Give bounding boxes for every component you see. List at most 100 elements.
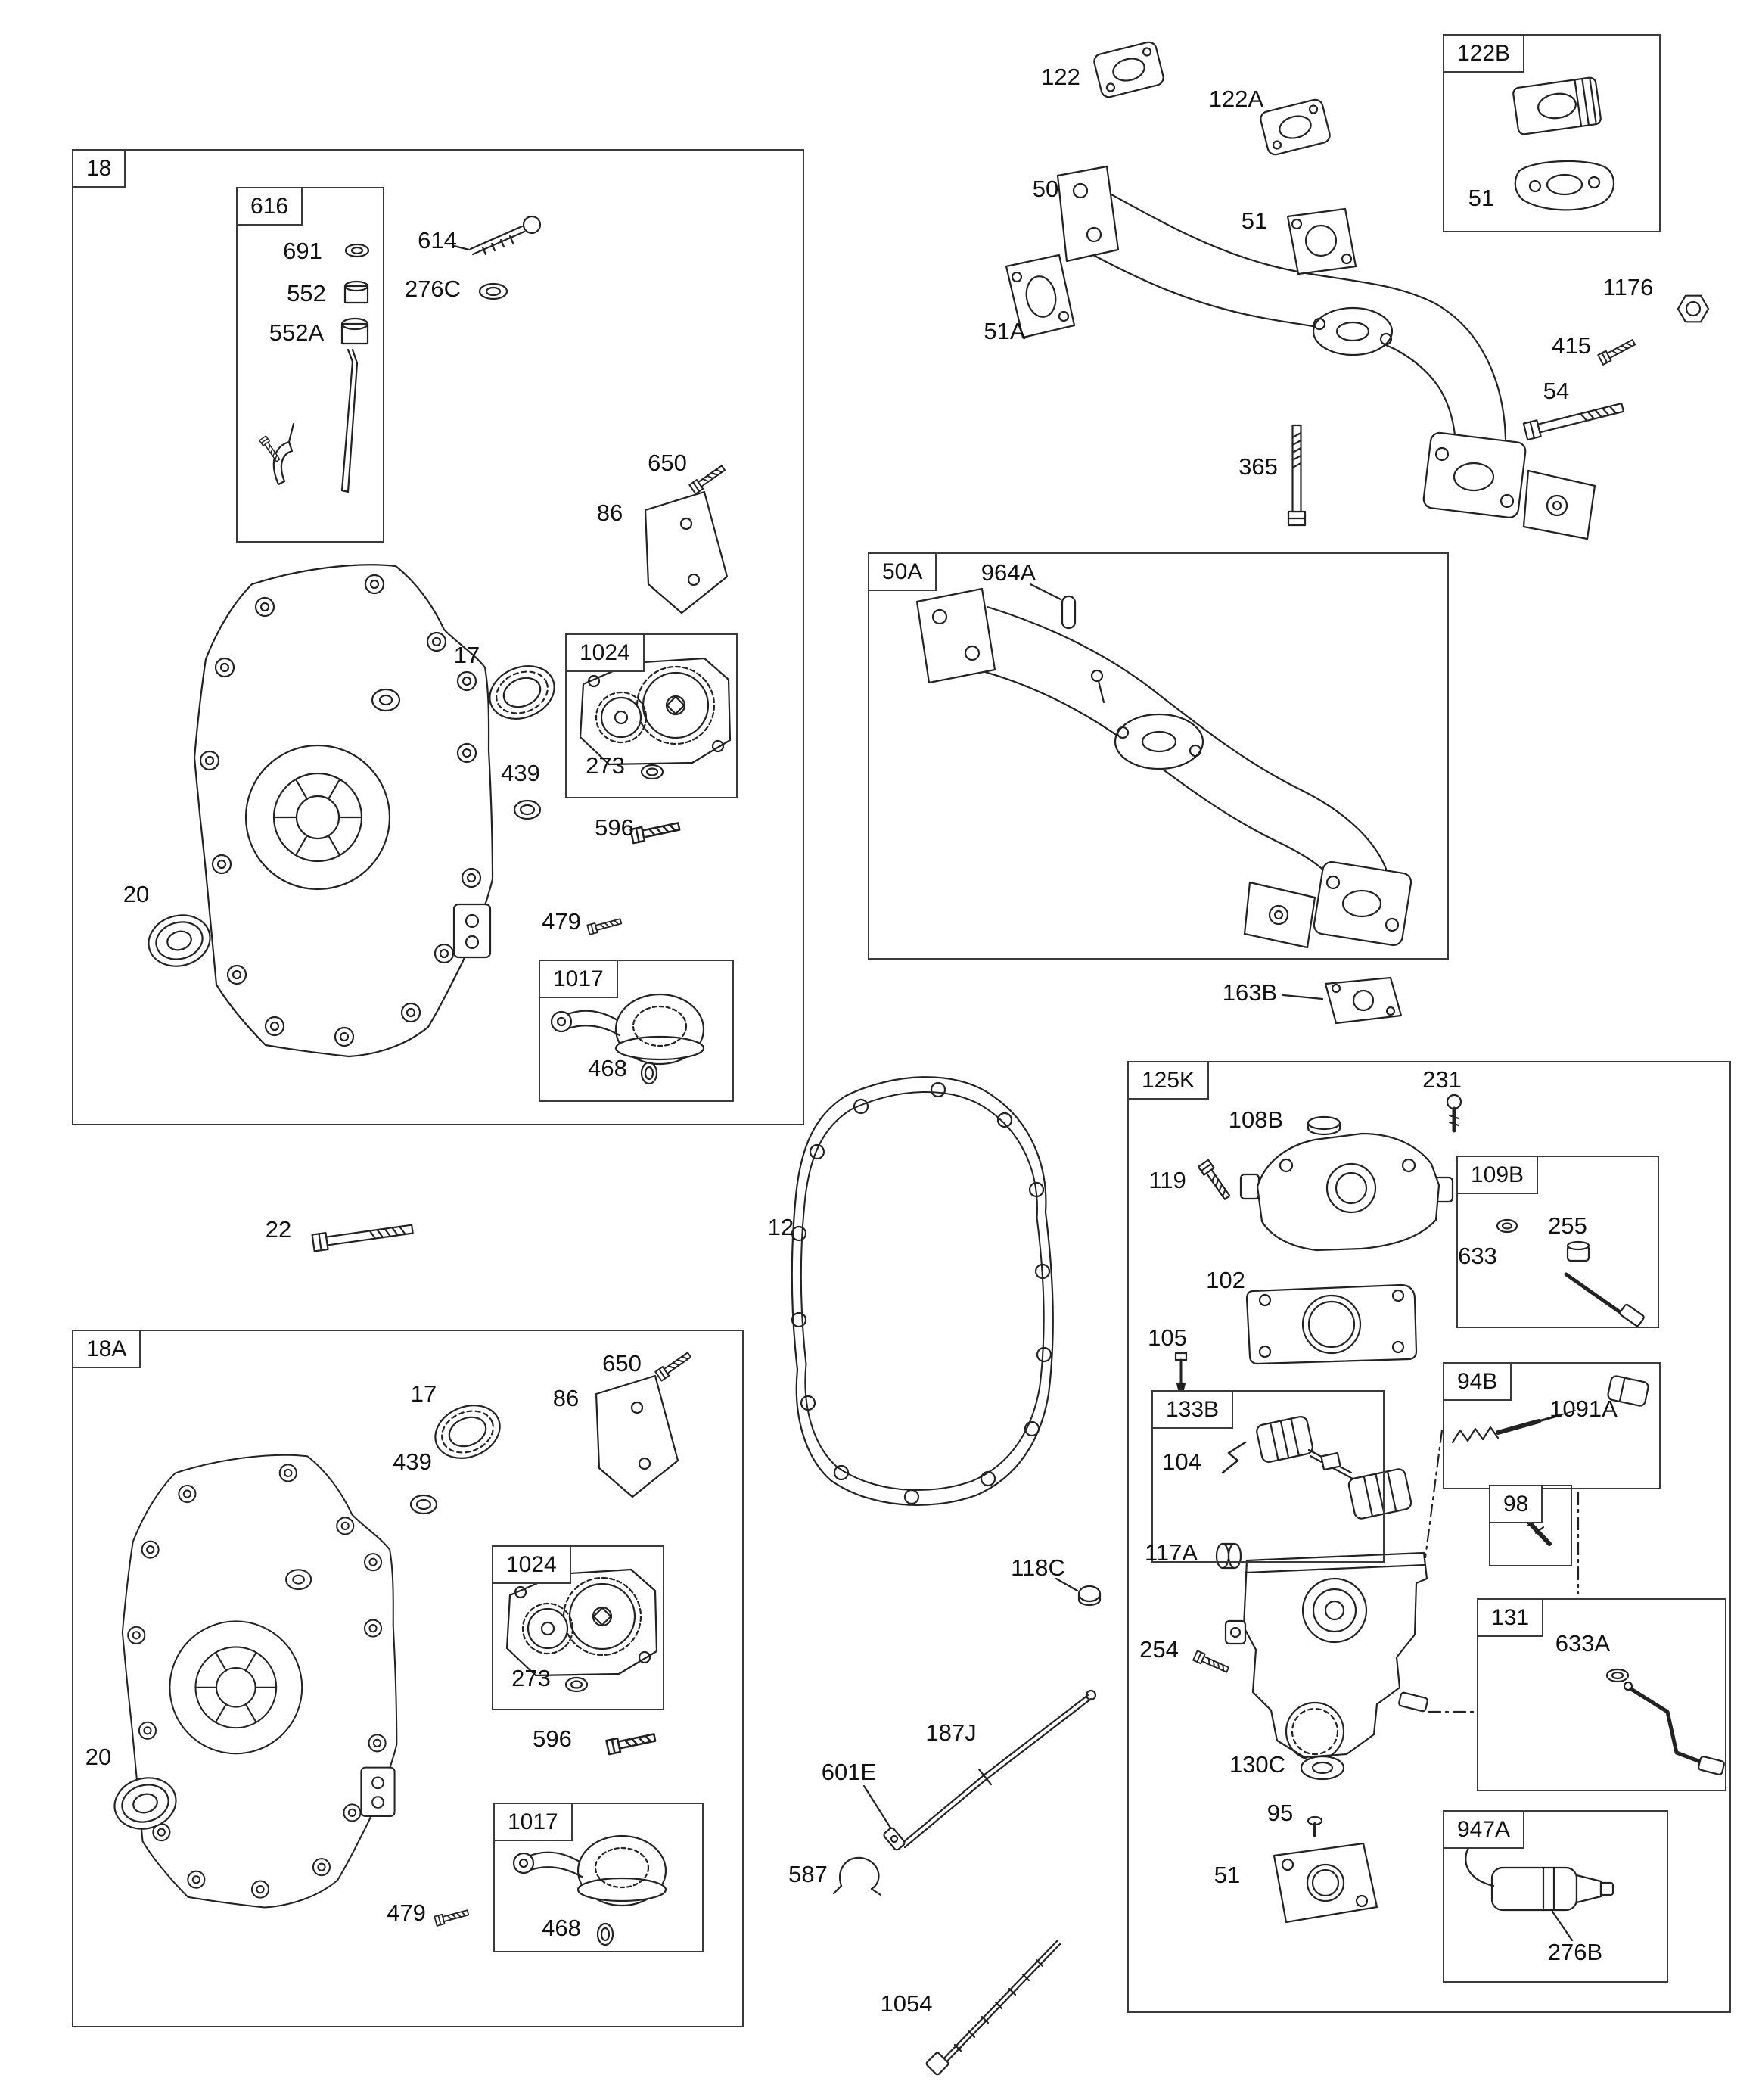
crankcase-cover-18-drawing	[141, 215, 732, 1085]
part-label-51-43: 51	[1214, 1862, 1241, 1888]
group-box-label-125k-6: 125K	[1127, 1061, 1210, 1100]
intake-manifold-50-drawing	[1005, 39, 1710, 540]
part-label-20-11: 20	[123, 881, 150, 907]
part-label-117a-37: 117A	[1144, 1539, 1198, 1566]
group-box-1024-2: 1024	[565, 633, 738, 798]
part-label-118c-38: 118C	[1011, 1554, 1065, 1581]
part-label-1054-57: 1054	[880, 1990, 933, 2017]
part-label-86-6: 86	[596, 499, 623, 526]
part-label-1091a-36: 1091A	[1549, 1395, 1618, 1422]
group-box-1017-3: 1017	[539, 960, 734, 1102]
group-box-label-122b-4: 122B	[1443, 34, 1525, 73]
bolt-22-drawing	[311, 1220, 415, 1252]
part-label-596-50: 596	[533, 1725, 572, 1752]
part-label-276b-44: 276B	[1547, 1939, 1603, 1965]
group-box-50a-5: 50A	[868, 552, 1449, 960]
part-label-596-10: 596	[595, 814, 634, 841]
part-label-86-47: 86	[552, 1385, 580, 1411]
part-label-20-51: 20	[85, 1744, 112, 1770]
part-label-187j-54: 187J	[925, 1719, 977, 1746]
group-box-947a-12: 947A	[1443, 1810, 1668, 1983]
linkage-drawing	[832, 1689, 1097, 2076]
part-label-273-8: 273	[586, 752, 625, 779]
group-box-label-1017-15: 1017	[493, 1803, 573, 1841]
part-label-54-23: 54	[1543, 378, 1570, 404]
part-label-415-22: 415	[1552, 332, 1591, 359]
gasket-163b-drawing	[1282, 976, 1403, 1025]
part-label-51-16: 51	[1468, 185, 1495, 211]
group-box-18-0: 18	[72, 149, 804, 1125]
part-label-254-39: 254	[1139, 1636, 1179, 1663]
part-label-964a-24: 964A	[981, 559, 1036, 586]
part-label-122a-15: 122A	[1208, 86, 1264, 112]
group-box-109b-7: 109B	[1456, 1156, 1659, 1328]
group-box-label-947a-12: 947A	[1443, 1810, 1525, 1849]
part-label-552a-2: 552A	[269, 319, 325, 346]
group-box-label-18-0: 18	[72, 149, 126, 188]
part-label-163b-25: 163B	[1222, 979, 1278, 1006]
part-label-479-12: 479	[542, 908, 581, 935]
group-box-94b-9: 94B	[1443, 1362, 1661, 1489]
part-label-439-48: 439	[393, 1448, 432, 1475]
part-label-51-18: 51	[1241, 207, 1268, 234]
part-label-587-56: 587	[788, 1861, 828, 1887]
part-label-1176-21: 1176	[1602, 274, 1654, 300]
group-box-616-1: 616	[236, 187, 384, 543]
carburetor-125k-drawing	[1055, 1094, 1725, 1942]
group-box-label-18a-13: 18A	[72, 1330, 141, 1368]
part-label-691-0: 691	[283, 238, 322, 264]
group-box-label-1024-14: 1024	[492, 1545, 571, 1584]
group-box-label-131-11: 131	[1477, 1598, 1544, 1637]
part-label-51a-19: 51A	[984, 318, 1026, 344]
part-label-130c-41: 130C	[1229, 1751, 1286, 1778]
part-label-255-32: 255	[1548, 1212, 1587, 1239]
group-box-125k-6: 125K	[1127, 1061, 1731, 2013]
intake-manifold-50a-drawing	[915, 583, 1412, 949]
group-box-131-11: 131	[1477, 1598, 1726, 1791]
part-label-17-7: 17	[453, 642, 480, 668]
part-label-12-27: 12	[767, 1214, 794, 1240]
group-box-label-616-1: 616	[236, 187, 303, 226]
group-box-label-1024-2: 1024	[565, 633, 645, 672]
part-label-276c-4: 276C	[404, 275, 462, 302]
part-label-22-26: 22	[265, 1216, 292, 1243]
part-label-633-31: 633	[1458, 1243, 1497, 1269]
part-label-231-28: 231	[1422, 1066, 1462, 1093]
group-box-label-1017-3: 1017	[539, 960, 618, 998]
part-label-479-52: 479	[387, 1899, 426, 1926]
part-label-104-35: 104	[1162, 1448, 1201, 1475]
part-label-17-45: 17	[410, 1380, 437, 1407]
part-label-273-49: 273	[511, 1665, 551, 1691]
group-box-label-94b-9: 94B	[1443, 1362, 1512, 1401]
part-label-552-1: 552	[287, 280, 326, 306]
part-label-105-34: 105	[1148, 1324, 1187, 1351]
part-label-614-3: 614	[418, 227, 457, 254]
group-box-label-133b-8: 133B	[1151, 1390, 1234, 1429]
group-box-label-109b-7: 109B	[1456, 1156, 1539, 1194]
part-label-102-33: 102	[1206, 1267, 1245, 1293]
group-box-133b-8: 133B	[1151, 1390, 1385, 1563]
part-label-50-17: 50	[1032, 176, 1059, 202]
part-label-468-53: 468	[542, 1915, 581, 1941]
part-label-601e-55: 601E	[821, 1759, 877, 1785]
crankcase-cover-18a-drawing	[107, 1349, 694, 1946]
part-label-365-20: 365	[1238, 453, 1278, 480]
group-box-1024-14: 1024	[492, 1545, 664, 1710]
group-box-98-10: 98	[1489, 1485, 1572, 1566]
part-label-650-5: 650	[648, 450, 687, 476]
gasket-12-drawing	[791, 1076, 1054, 1506]
part-label-122-14: 122	[1041, 64, 1080, 90]
part-label-633a-40: 633A	[1555, 1630, 1611, 1657]
group-box-1017-15: 1017	[493, 1803, 704, 1952]
group-box-122b-4: 122B	[1443, 34, 1661, 232]
part-label-95-42: 95	[1266, 1800, 1294, 1826]
group-box-label-98-10: 98	[1489, 1485, 1543, 1523]
part-label-439-9: 439	[501, 760, 540, 786]
group-box-18a-13: 18A	[72, 1330, 744, 2027]
part-label-468-13: 468	[588, 1055, 627, 1081]
part-label-650-46: 650	[602, 1350, 642, 1377]
part-label-119-30: 119	[1148, 1167, 1186, 1193]
group-box-label-50a-5: 50A	[868, 552, 937, 591]
